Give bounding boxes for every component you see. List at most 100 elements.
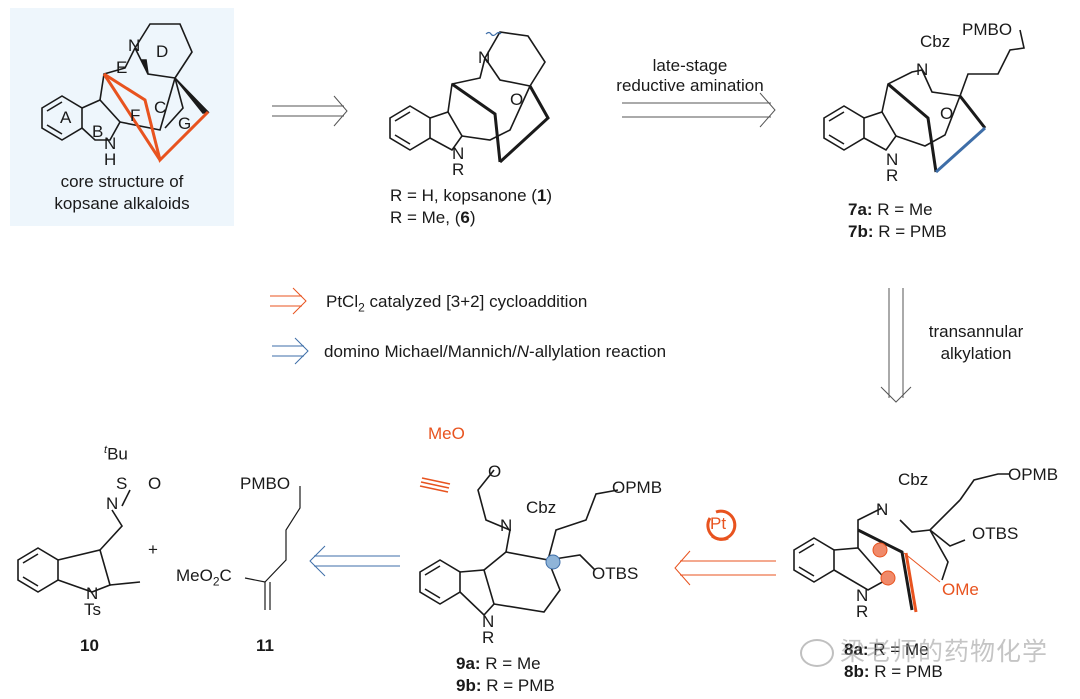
core-structure-panel [10, 8, 234, 226]
label-text: ) [546, 186, 553, 205]
compound-9-drawing [419, 469, 619, 617]
compound-11-label: 11 [256, 636, 274, 655]
compound-10-drawing [17, 489, 141, 593]
atom-cbz: Cbz [898, 470, 929, 489]
label-text: MeO [176, 566, 213, 585]
subscript: 2 [212, 574, 220, 589]
label-text: R = Me, ( [390, 208, 461, 227]
retro-arrow-1 [272, 95, 348, 127]
atom-n: N [86, 584, 99, 603]
atom-opmb: OPMB [612, 478, 663, 497]
ring-label-g: G [178, 114, 192, 133]
atom-r: R [886, 166, 899, 185]
compound-number: 6 [460, 208, 470, 227]
wechat-icon [800, 639, 834, 668]
label-text: R = H, kopsanone ( [390, 186, 537, 205]
compound-number: 9a: [456, 654, 481, 673]
atom-n: N [104, 134, 117, 153]
subscript: 2 [358, 300, 365, 315]
compound-8a-label: 8a: R = Me [844, 640, 929, 660]
compound-number: 8b: [844, 662, 870, 681]
atom-h: H [104, 150, 117, 169]
compound-number: 9b: [456, 676, 482, 695]
kopsanone-label-line1: R = H, kopsanone (1) [390, 186, 552, 206]
compound-number: 7b: [848, 222, 874, 241]
ring-label-a: A [60, 108, 72, 127]
atom-o: O [510, 90, 524, 109]
label-text: R = PMB [869, 662, 943, 681]
compound-10-label: 10 [80, 636, 99, 655]
core-caption-line2: kopsane alkaloids [54, 194, 190, 213]
pt-label: Pt [710, 514, 727, 533]
atom-otbs: OTBS [592, 564, 639, 583]
compound-11-drawing [244, 486, 301, 610]
atom-r: R [856, 602, 869, 621]
watermark-text: 梁老师的药物化学 [840, 638, 1049, 666]
compound-number: 8a: [844, 640, 869, 659]
atom-cbz: Cbz [920, 32, 951, 51]
label-text: C [219, 566, 232, 585]
compound-7-blue-bond [934, 126, 987, 174]
label-text: R = PMB [481, 676, 555, 695]
atom-pmbo: PMBO [240, 474, 291, 493]
retro-arrow-down [880, 288, 912, 403]
atom-n: N [886, 150, 899, 169]
retro-arrow-blue [309, 545, 400, 577]
atom-n: N [452, 144, 465, 163]
atom-n: N [478, 48, 491, 67]
label-text: R = Me [868, 640, 929, 659]
compound-7-drawing [823, 29, 1025, 173]
compound-8b-label: 8b: R = PMB [844, 662, 943, 682]
label-text: R = Me [872, 200, 933, 219]
arrow-label-line2: reductive amination [616, 76, 764, 95]
core-caption-line1: core structure of [60, 172, 184, 191]
kopsanone-label-line2: R = Me, (6) [390, 208, 476, 228]
atom-cbz: Cbz [526, 498, 557, 517]
arrow-down-label-line1: transannular [928, 322, 1024, 341]
ring-label-b: B [92, 122, 104, 141]
compound-8-drawing [793, 473, 1010, 611]
italic-text: N [516, 342, 530, 361]
kopsanone-drawing [389, 31, 550, 164]
label-text: R = Me [480, 654, 541, 673]
legend-orange-arrow [270, 287, 307, 315]
compound-9b-label: 9b: R = PMB [456, 676, 555, 696]
compound-7a-label: 7a: R = Me [848, 200, 933, 220]
atom-pmbo: PMBO [962, 20, 1013, 39]
compound-9-orange-bonds [419, 477, 451, 493]
atom-s: S [116, 474, 128, 493]
superscript: t [104, 444, 108, 456]
label-text: catalyzed [3+2] cycloaddition [364, 292, 588, 311]
compound-8-sphere-atom [880, 570, 896, 586]
compound-8-sphere-atom [872, 542, 888, 558]
atom-n: N [128, 36, 141, 55]
ring-label-e: E [116, 58, 128, 77]
ring-label-c: C [154, 98, 167, 117]
atom-r: R [482, 628, 495, 647]
legend-blue-arrow [272, 337, 309, 365]
atom-meo2c: MeO2C [176, 566, 232, 591]
core-orange-bonds [102, 72, 210, 163]
ring-label-f: F [130, 106, 141, 125]
label-text: ) [469, 208, 476, 227]
atom-ome: OMe [942, 580, 979, 599]
atom-n: N [916, 60, 929, 79]
atom-r: R [452, 160, 465, 179]
atom-n: N [500, 516, 513, 535]
atom-n: N [106, 494, 119, 513]
atom-ts: Ts [84, 600, 101, 619]
retro-arrow-orange [674, 550, 776, 586]
retro-arrow-2 [622, 92, 776, 128]
watermark: 梁老师的药物化学 [800, 632, 1048, 668]
compound-9-sphere-atom [545, 554, 561, 570]
compound-number: 1 [536, 186, 547, 205]
compound-7b-label: 7b: R = PMB [848, 222, 947, 242]
atom-n: N [856, 586, 869, 605]
ring-label-d: D [156, 42, 169, 61]
label-text: domino Michael/Mannich/ [324, 342, 517, 361]
atom-o: O [488, 462, 502, 481]
arrow-label-line1: late-stage [652, 56, 728, 75]
arrow-down-label-line2: alkylation [940, 344, 1012, 363]
compound-9a-label: 9a: R = Me [456, 654, 541, 674]
